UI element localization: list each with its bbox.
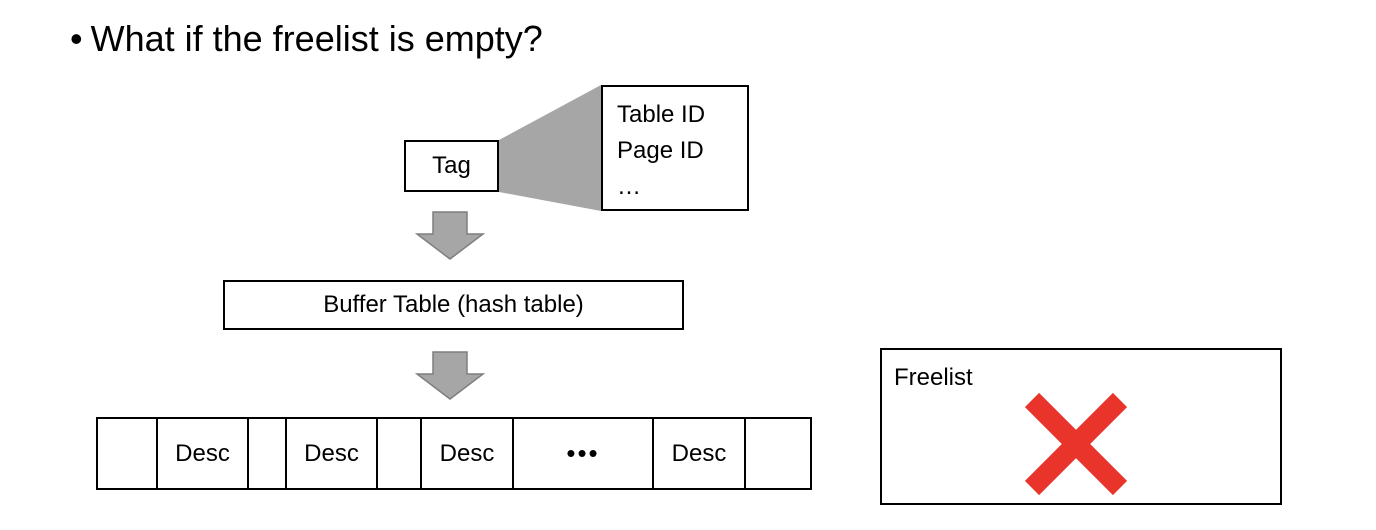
- tag-field-page-id: Page ID: [617, 137, 704, 164]
- down-arrow-icon: [414, 351, 486, 400]
- descriptor-cell: [746, 419, 810, 488]
- buffer-table-box: Buffer Table (hash table): [223, 280, 684, 330]
- descriptor-cell: [98, 419, 158, 488]
- slide-heading: •What if the freelist is empty?: [70, 18, 543, 60]
- descriptor-cell: Desc: [654, 419, 746, 488]
- down-arrow-icon: [414, 211, 486, 260]
- descriptor-cell: Desc: [287, 419, 378, 488]
- tag-label: Tag: [432, 152, 471, 179]
- descriptor-ellipsis: •••: [514, 419, 654, 488]
- heading-text: What if the freelist is empty?: [90, 18, 543, 59]
- buffer-table-label: Buffer Table (hash table): [323, 291, 584, 318]
- descriptor-cell: Desc: [158, 419, 249, 488]
- x-mark-icon: [1024, 392, 1128, 496]
- freelist-box: Freelist: [880, 348, 1282, 505]
- bullet-dot: •: [70, 18, 83, 59]
- descriptor-cell: [249, 419, 287, 488]
- freelist-label: Freelist: [894, 364, 973, 391]
- descriptor-cell: Desc: [422, 419, 514, 488]
- tag-field-table-id: Table ID: [617, 101, 706, 128]
- tag-detail-box: Table ID Page ID …: [601, 85, 749, 211]
- descriptor-cell: [378, 419, 422, 488]
- callout-wedge: [499, 85, 601, 211]
- descriptor-array: Desc Desc Desc ••• Desc: [96, 417, 812, 490]
- tag-field-ellipsis: …: [617, 173, 641, 200]
- tag-box: Tag: [404, 140, 499, 192]
